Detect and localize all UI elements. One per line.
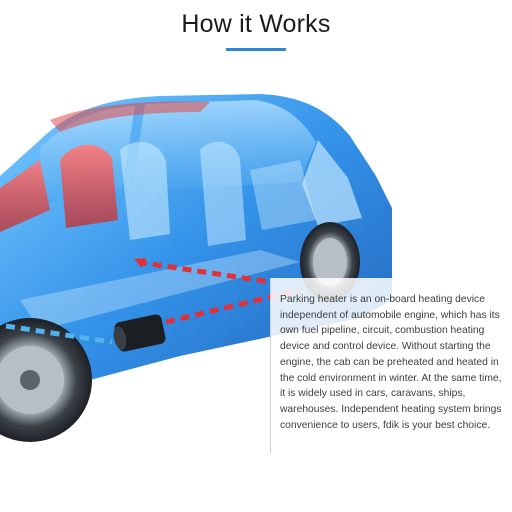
description-text: Parking heater is an on-board heating de… [280, 294, 502, 431]
rear-seat [120, 141, 170, 240]
section-title: How it Works [181, 10, 331, 38]
heated-cabin [0, 160, 50, 232]
cold-air-intake [5, 323, 113, 345]
info-panel [270, 278, 512, 453]
dashboard [250, 160, 316, 230]
sill-highlight [20, 250, 300, 330]
car-illustration [0, 94, 392, 442]
front-seat [200, 141, 246, 246]
title-underline [226, 48, 286, 51]
heated-roof [50, 101, 210, 132]
hot-air-duct-lower [165, 287, 301, 325]
hot-air-duct-upper [137, 259, 271, 285]
parking-heater-unit [113, 314, 166, 352]
windshield [302, 140, 362, 226]
heated-seat-rear [60, 144, 118, 228]
